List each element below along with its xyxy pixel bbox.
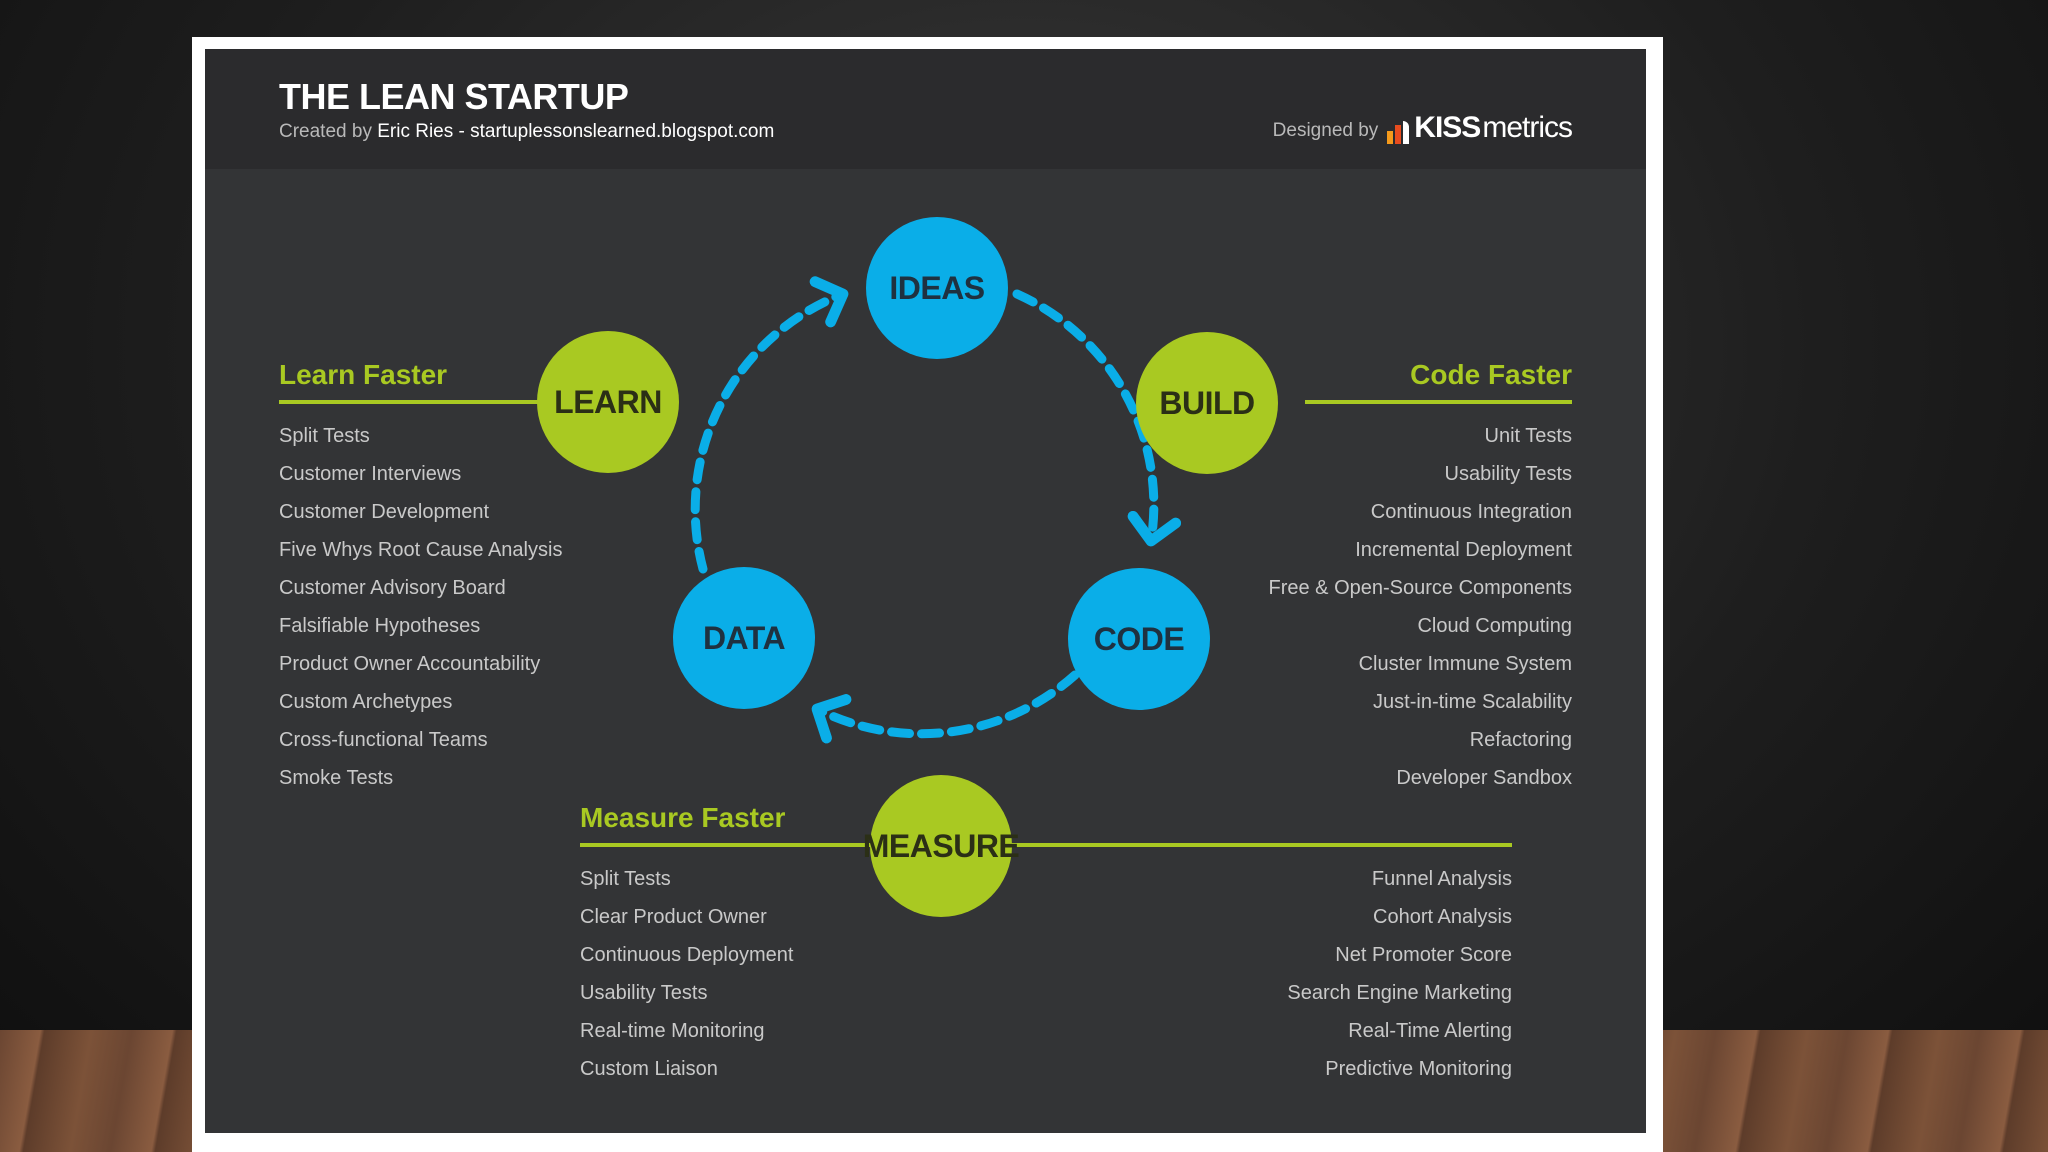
list-item: Real-time Monitoring xyxy=(580,1020,765,1042)
ideas-node: IDEAS xyxy=(866,217,1008,359)
learn-faster-rule xyxy=(279,400,555,404)
chart-bars-icon xyxy=(1387,121,1410,144)
cycle-arrows xyxy=(690,276,1182,744)
arrow-ideas-to-code xyxy=(1012,289,1182,547)
code-node: CODE xyxy=(1068,568,1210,710)
build-measure-learn-diagram: Learn Faster Split Tests Customer Interv… xyxy=(205,49,1646,1133)
list-item: Customer Development xyxy=(279,501,490,523)
list-item: Falsifiable Hypotheses xyxy=(279,615,481,637)
list-item: Predictive Monitoring xyxy=(1325,1058,1512,1080)
arrow-code-to-data xyxy=(811,670,1080,744)
list-item: Usability Tests xyxy=(580,982,708,1004)
measure-node: MEASURE xyxy=(863,775,1020,917)
list-item: Custom Liaison xyxy=(580,1058,718,1080)
list-item: Cluster Immune System xyxy=(1358,653,1572,675)
data-node: DATA xyxy=(673,567,815,709)
list-item: Search Engine Marketing xyxy=(1287,982,1512,1004)
list-item: Customer Interviews xyxy=(279,463,462,485)
list-item: Cloud Computing xyxy=(1417,615,1572,637)
measure-faster-rule xyxy=(580,843,1512,847)
list-item: Continuous Deployment xyxy=(580,944,794,966)
credit-line: Created by Eric Ries - startuplessonslea… xyxy=(279,121,774,143)
learn-node: LEARN xyxy=(537,331,679,473)
list-item: Customer Advisory Board xyxy=(279,577,506,599)
list-item: Product Owner Accountability xyxy=(279,653,541,675)
arrow-data-to-ideas xyxy=(690,276,849,574)
list-item: Unit Tests xyxy=(1484,425,1572,447)
code-faster-rule xyxy=(1305,400,1572,404)
list-item: Just-in-time Scalability xyxy=(1373,691,1572,713)
slide-title: THE LEAN STARTUP xyxy=(279,76,629,117)
list-item: Continuous Integration xyxy=(1370,501,1572,523)
list-item: Incremental Deployment xyxy=(1355,539,1572,561)
list-item: Cross-functional Teams xyxy=(279,729,488,751)
measure-faster-heading: Measure Faster xyxy=(580,802,786,833)
list-item: Refactoring xyxy=(1469,729,1572,751)
learn-faster-heading: Learn Faster xyxy=(279,359,448,390)
list-item: Developer Sandbox xyxy=(1396,767,1572,789)
designed-by-label: Designed by xyxy=(1272,120,1379,141)
logo-bold-text: KISS xyxy=(1414,111,1481,144)
list-item: Clear Product Owner xyxy=(580,906,767,928)
list-item: Usability Tests xyxy=(1444,463,1572,485)
measure-faster-left-list: Split Tests Clear Product Owner Continuo… xyxy=(580,860,793,1088)
code-faster-heading: Code Faster xyxy=(1410,359,1572,390)
build-node: BUILD xyxy=(1136,332,1278,474)
list-item: Smoke Tests xyxy=(279,767,394,789)
credit-prefix: Created by xyxy=(279,121,378,142)
list-item: Five Whys Root Cause Analysis xyxy=(279,539,563,561)
list-item: Cohort Analysis xyxy=(1373,906,1512,928)
lean-startup-slide: THE LEAN STARTUP Created by Eric Ries - … xyxy=(205,49,1646,1133)
credit-author: Eric Ries - startuplessonslearned.blogsp… xyxy=(377,121,775,142)
slide-header: THE LEAN STARTUP Created by Eric Ries - … xyxy=(205,49,1646,169)
measure-faster-right-list: Funnel Analysis Cohort Analysis Net Prom… xyxy=(1287,860,1512,1088)
list-item: Real-Time Alerting xyxy=(1348,1020,1512,1042)
list-item: Custom Archetypes xyxy=(279,691,453,713)
list-item: Net Promoter Score xyxy=(1335,944,1512,966)
list-item: Funnel Analysis xyxy=(1371,868,1512,890)
list-item: Split Tests xyxy=(279,425,370,447)
list-item: Split Tests xyxy=(580,868,671,890)
code-faster-list: Unit Tests Usability Tests Continuous In… xyxy=(1269,417,1573,797)
logo-light-text: metrics xyxy=(1482,111,1573,144)
list-item: Free & Open-Source Components xyxy=(1268,577,1573,599)
learn-faster-list: Split Tests Customer Interviews Customer… xyxy=(279,417,562,797)
